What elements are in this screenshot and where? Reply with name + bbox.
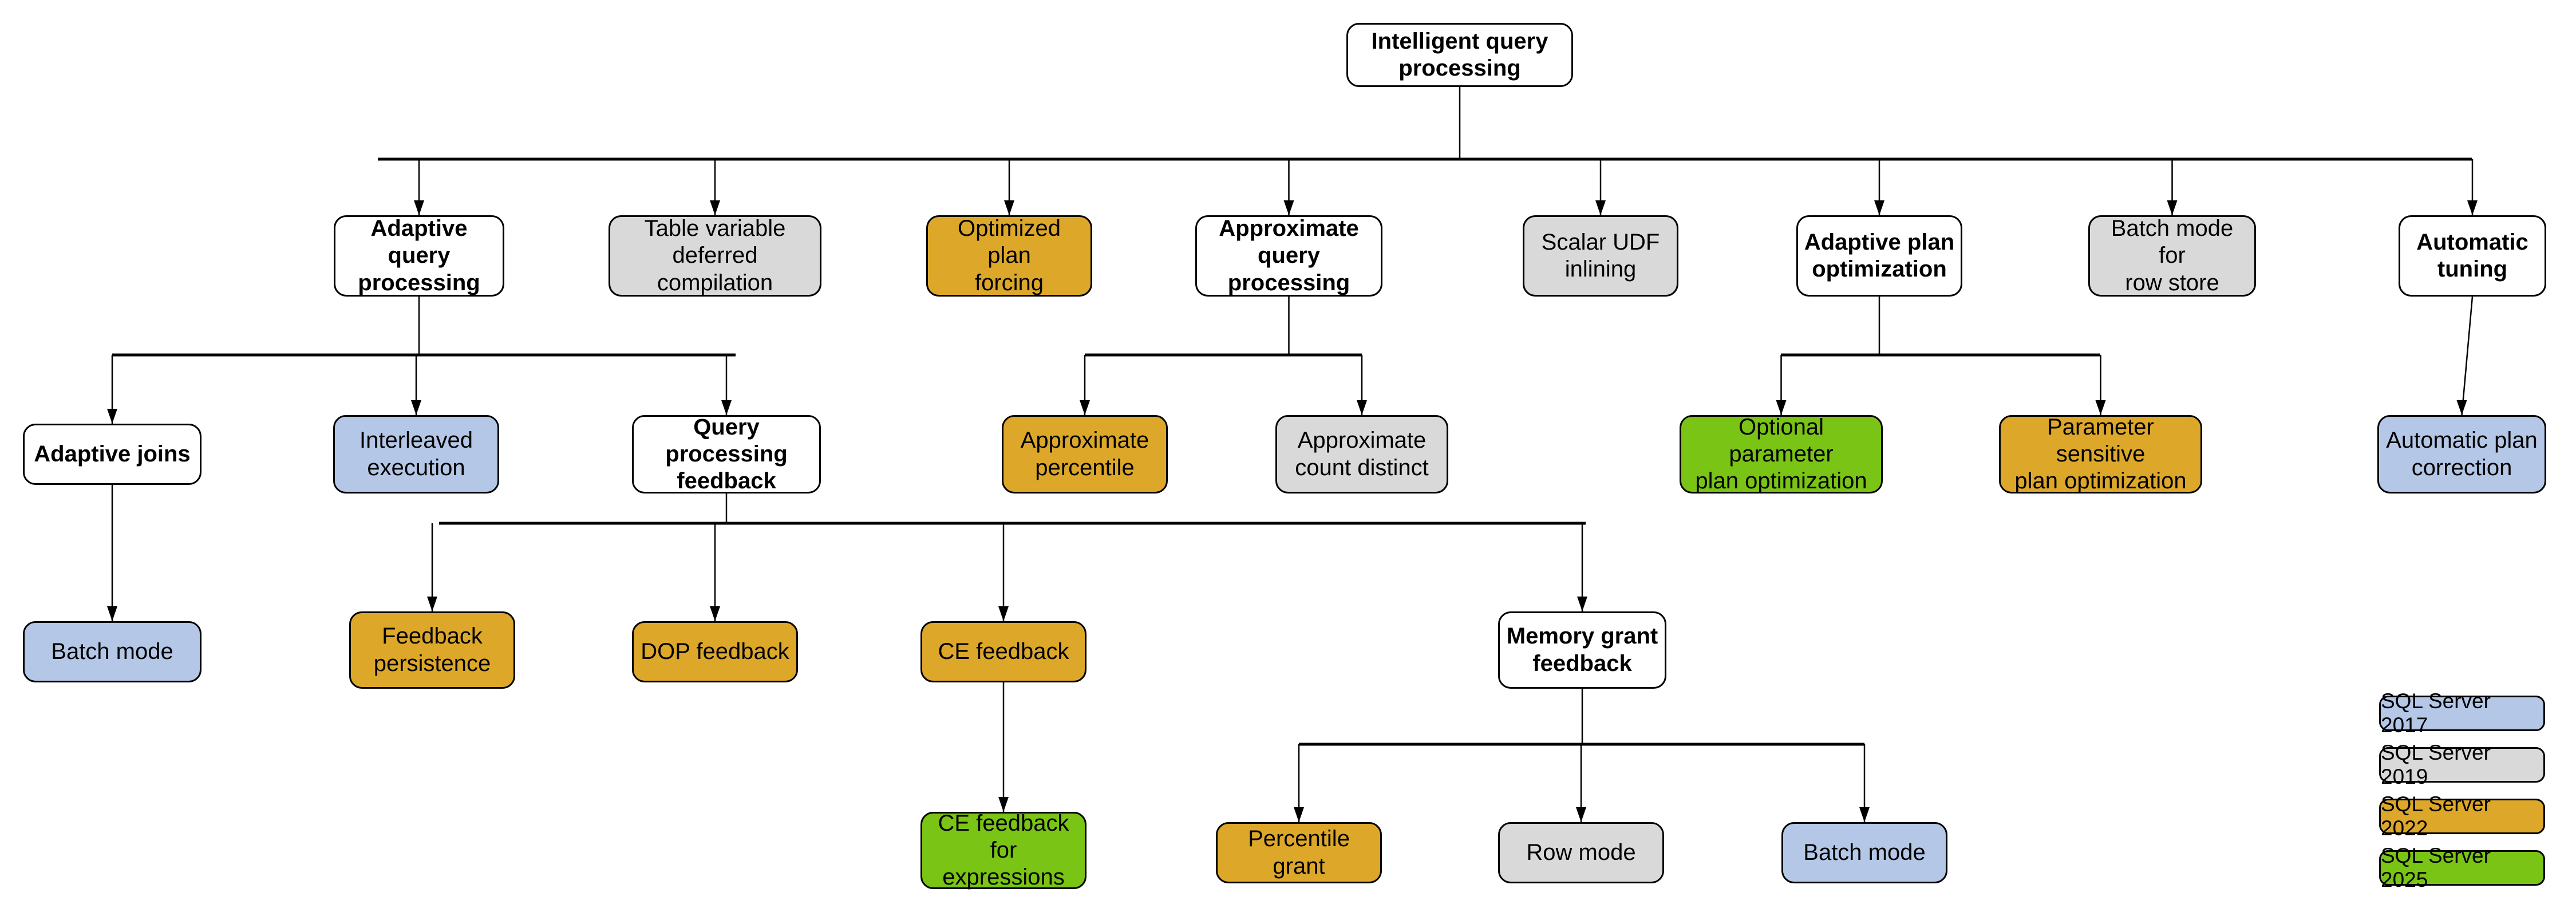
link-at-apc xyxy=(2461,296,2474,416)
arrowhead-dopf xyxy=(710,606,720,621)
node-ap[interactable]: Approximate percentile xyxy=(1002,415,1168,493)
legend-item-sql2019: SQL Server 2019 xyxy=(2379,741,2545,788)
arrowhead-apq xyxy=(1283,200,1294,215)
arrowhead-mgf xyxy=(1577,597,1587,611)
node-psp[interactable]: Parameter sensitive plan optimization xyxy=(1999,414,2202,493)
legend-item-sql2022: SQL Server 2022 xyxy=(2379,792,2545,840)
arrowhead-cefe xyxy=(998,797,1009,812)
node-aj[interactable]: Adaptive joins xyxy=(23,424,202,485)
node-apq[interactable]: Approximate query processing xyxy=(1195,215,1382,297)
arrowhead-rm xyxy=(1576,807,1586,822)
legend-item-sql2017: SQL Server 2017 xyxy=(2379,689,2545,737)
arrowhead-ie xyxy=(411,400,421,415)
node-dopf[interactable]: DOP feedback xyxy=(632,621,798,682)
arrowhead-oppo xyxy=(1776,400,1787,415)
arrowhead-sudf xyxy=(1595,200,1606,215)
node-opf[interactable]: Optimized plan forcing xyxy=(926,215,1092,297)
node-root[interactable]: Intelligent query processing xyxy=(1346,23,1573,87)
node-at[interactable]: Automatic tuning xyxy=(2399,215,2546,297)
arrowhead-bm2 xyxy=(1859,807,1870,822)
arrowhead-qpf xyxy=(721,400,732,415)
node-sudf[interactable]: Scalar UDF inlining xyxy=(1523,215,1678,297)
node-bm1[interactable]: Batch mode xyxy=(23,621,202,682)
node-pg[interactable]: Percentile grant xyxy=(1216,822,1382,883)
node-qpf[interactable]: Query processing feedback xyxy=(632,414,821,493)
node-oppo[interactable]: Optional parameter plan optimization xyxy=(1680,414,1883,493)
arrowhead-aqp xyxy=(414,200,424,215)
arrowhead-bmrs xyxy=(2167,200,2178,215)
node-ie[interactable]: Interleaved execution xyxy=(333,415,499,493)
arrowhead-apc xyxy=(2456,400,2467,415)
arrowhead-opf xyxy=(1004,200,1014,215)
node-cefe[interactable]: CE feedback for expressions xyxy=(920,811,1086,890)
arrowhead-acd xyxy=(1357,400,1367,415)
arrowhead-at xyxy=(2467,200,2478,215)
arrowhead-psp xyxy=(2095,400,2106,415)
arrowhead-tvdc xyxy=(710,200,720,215)
node-rm[interactable]: Row mode xyxy=(1498,822,1664,883)
node-fp[interactable]: Feedback persistence xyxy=(349,611,515,689)
node-bm2[interactable]: Batch mode xyxy=(1781,822,1947,883)
node-acd[interactable]: Approximate count distinct xyxy=(1275,415,1448,493)
node-mgf[interactable]: Memory grant feedback xyxy=(1498,611,1666,689)
arrowhead-aj xyxy=(107,409,117,424)
node-apc[interactable]: Automatic plan correction xyxy=(2377,415,2546,493)
node-bmrs[interactable]: Batch mode for row store xyxy=(2088,215,2256,297)
node-tvdc[interactable]: Table variable deferred compilation xyxy=(609,215,821,297)
node-cef[interactable]: CE feedback xyxy=(920,621,1086,682)
arrowhead-apo xyxy=(1874,200,1884,215)
arrowhead-bm1 xyxy=(107,606,117,621)
arrowhead-ap xyxy=(1080,400,1090,415)
arrowhead-pg xyxy=(1294,807,1304,822)
node-apo[interactable]: Adaptive plan optimization xyxy=(1796,215,1962,297)
arrowhead-cef xyxy=(998,606,1009,621)
legend-item-sql2025: SQL Server 2025 xyxy=(2379,844,2545,891)
node-aqp[interactable]: Adaptive query processing xyxy=(334,215,504,297)
arrowhead-fp xyxy=(427,597,437,611)
